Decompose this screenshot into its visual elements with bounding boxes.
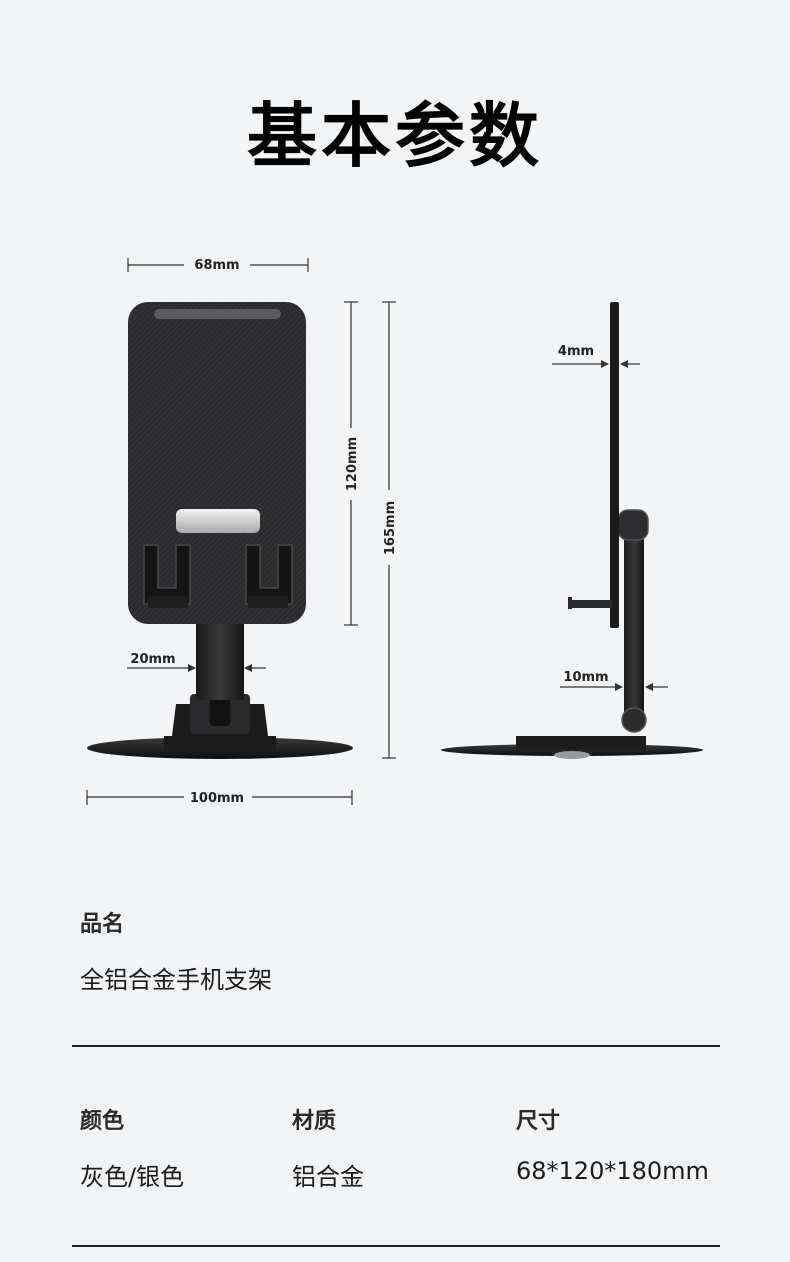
material-label: 材质	[292, 1109, 337, 1134]
dim-base-width: 100mm	[190, 791, 244, 806]
dim-thickness: 4mm	[558, 344, 594, 359]
dim-total-height: 165mm	[383, 501, 398, 555]
front-view	[87, 302, 353, 759]
product-dimension-diagram: 68mm 100mm 20mm 120mm 165mm 4mm 10mm	[86, 258, 703, 806]
front-panel	[128, 302, 306, 624]
dim-stem-width: 20mm	[130, 652, 175, 667]
dim-width-top: 68mm	[194, 258, 239, 273]
logo-plate	[176, 509, 260, 533]
dim-hinge-width: 10mm	[563, 670, 608, 685]
page-title: 基本参数	[247, 95, 543, 177]
size-label: 尺寸	[516, 1109, 561, 1134]
size-value: 68*120*180mm	[516, 1157, 709, 1185]
dim-panel-height: 120mm	[345, 437, 360, 491]
divider-bottom	[72, 1245, 720, 1247]
product-name-label: 品名	[80, 912, 125, 937]
side-arm	[624, 528, 644, 728]
color-value: 灰色/银色	[80, 1163, 185, 1191]
bottom-hinge	[621, 707, 647, 733]
divider-top	[72, 1045, 720, 1047]
side-panel	[610, 302, 619, 628]
product-name-value: 全铝合金手机支架	[80, 966, 272, 994]
side-hook	[568, 600, 612, 608]
front-stem	[196, 620, 244, 700]
material-value: 铝合金	[292, 1163, 364, 1191]
side-view	[441, 302, 703, 759]
top-hinge	[617, 509, 649, 541]
color-label: 颜色	[80, 1109, 125, 1134]
